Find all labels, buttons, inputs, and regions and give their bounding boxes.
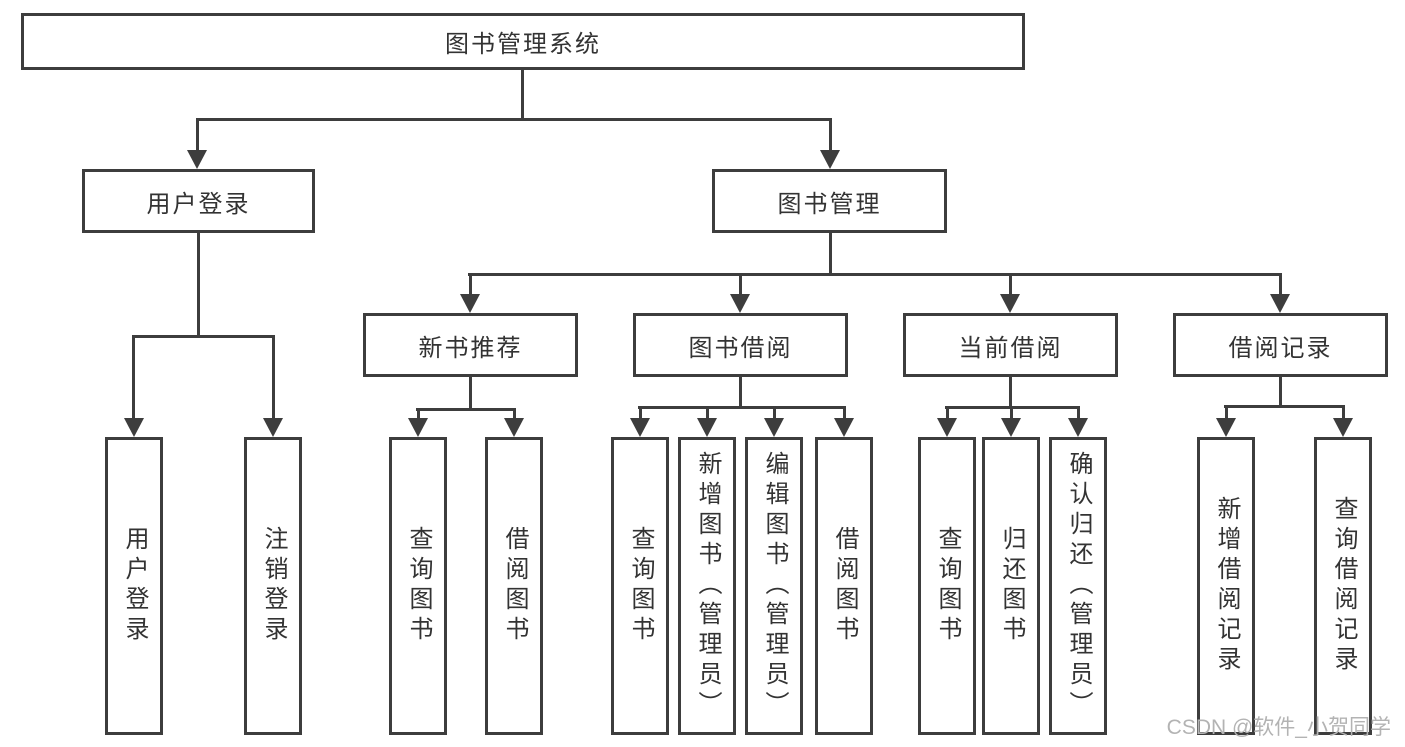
connector-stem-return	[1010, 406, 1013, 421]
connector-userlogin-trunk	[197, 233, 200, 335]
connector-stem-book-mgmt	[829, 118, 832, 154]
arrowhead-records	[1270, 294, 1290, 313]
connector-stem-query3	[946, 406, 949, 421]
connector-borrow-trunk	[739, 377, 742, 406]
connector-stem-editbook	[773, 406, 776, 421]
arrowhead-user-login	[187, 150, 207, 169]
connector-recommend-trunk	[469, 377, 472, 408]
leaf-borrow-books: 借阅图书	[815, 437, 873, 735]
connector-stem-borrow1	[513, 408, 516, 421]
connector-stem-user-login	[196, 118, 199, 154]
arrowhead-addbook	[697, 418, 717, 437]
connector-stem-leaf-logout	[272, 335, 275, 421]
connector-stem-recommend	[469, 273, 472, 296]
arrowhead-borrow1	[504, 418, 524, 437]
node-current-borrow: 当前借阅	[903, 313, 1118, 377]
connector-stem-query2	[639, 406, 642, 421]
connector-bookmgmt-hbar	[468, 273, 1282, 276]
connector-stem-addbook	[706, 406, 709, 421]
arrowhead-return	[1001, 418, 1021, 437]
leaf-return-book: 归还图书	[982, 437, 1040, 735]
arrowhead-leaf-login	[124, 418, 144, 437]
leaf-query-borrow-record: 查询借阅记录	[1314, 437, 1372, 735]
arrowhead-queryrecord	[1333, 418, 1353, 437]
node-new-book-recommend: 新书推荐	[363, 313, 578, 377]
arrowhead-book-mgmt	[820, 150, 840, 169]
leaf-query-books-borrow: 查询图书	[611, 437, 669, 735]
node-book-management: 图书管理	[712, 169, 947, 233]
arrowhead-current	[1000, 294, 1020, 313]
connector-stem-borrow2	[843, 406, 846, 421]
connector-stem-borrow	[739, 273, 742, 296]
node-borrow-records: 借阅记录	[1173, 313, 1388, 377]
arrowhead-leaf-logout	[263, 418, 283, 437]
connector-stem-addrecord	[1225, 405, 1228, 421]
leaf-logout: 注销登录	[244, 437, 302, 735]
arrowhead-addrecord	[1216, 418, 1236, 437]
connector-stem-leaf-login	[132, 335, 135, 421]
connector-stem-confirm	[1077, 406, 1080, 421]
node-user-login: 用户登录	[82, 169, 315, 233]
connector-recommend-hbar	[416, 408, 516, 411]
leaf-edit-book-admin: 编辑图书（管理员）	[745, 437, 803, 735]
arrowhead-borrow	[730, 294, 750, 313]
leaf-query-books-current: 查询图书	[918, 437, 976, 735]
arrowhead-query3	[937, 418, 957, 437]
arrowhead-confirm	[1068, 418, 1088, 437]
node-book-borrow: 图书借阅	[633, 313, 848, 377]
arrowhead-query2	[630, 418, 650, 437]
connector-records-trunk	[1279, 377, 1282, 405]
connector-root-trunk	[521, 70, 524, 118]
connector-records-hbar	[1224, 405, 1345, 408]
connector-stem-records	[1279, 273, 1282, 296]
connector-stem-queryrecord	[1342, 405, 1345, 421]
leaf-add-borrow-record: 新增借阅记录	[1197, 437, 1255, 735]
leaf-borrow-books-recommend: 借阅图书	[485, 437, 543, 735]
connector-borrow-hbar	[638, 406, 846, 409]
arrowhead-recommend	[460, 294, 480, 313]
connector-stem-query1	[417, 408, 420, 421]
arrowhead-editbook	[764, 418, 784, 437]
node-library-system: 图书管理系统	[21, 13, 1025, 70]
connector-current-trunk	[1009, 377, 1012, 406]
leaf-user-login: 用户登录	[105, 437, 163, 735]
connector-userlogin-hbar	[132, 335, 275, 338]
watermark: CSDN @软件_小贺同学	[1166, 716, 1391, 739]
connector-stem-current	[1009, 273, 1012, 296]
leaf-add-book-admin: 新增图书（管理员）	[678, 437, 736, 735]
connector-bookmgmt-trunk	[829, 233, 832, 273]
leaf-confirm-return-admin: 确认归还（管理员）	[1049, 437, 1107, 735]
leaf-query-books-recommend: 查询图书	[389, 437, 447, 735]
connector-root-hbar	[196, 118, 832, 121]
arrowhead-query1	[408, 418, 428, 437]
arrowhead-borrow2	[834, 418, 854, 437]
